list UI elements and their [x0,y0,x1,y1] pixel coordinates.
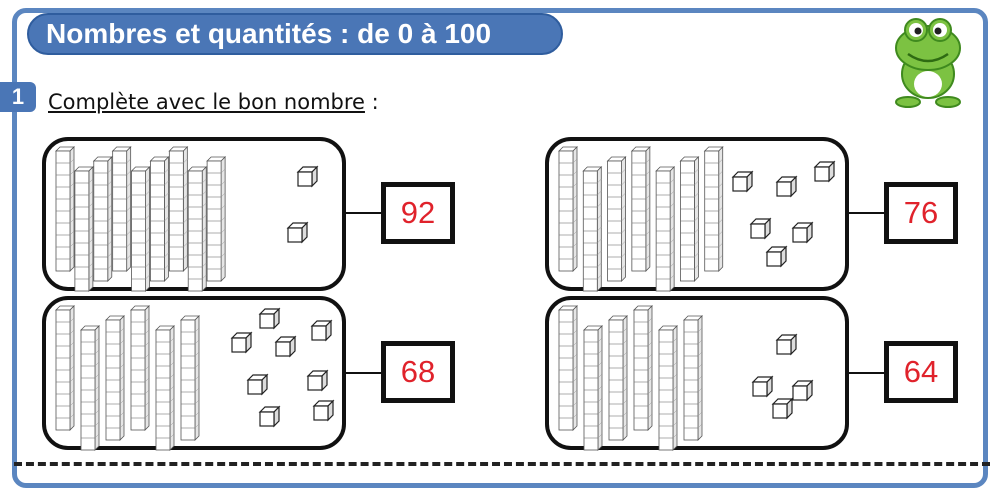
unit-cube [230,331,253,354]
answer-box[interactable]: 92 [381,182,455,244]
ten-rod [130,305,150,431]
connector-line [346,212,382,214]
answer-box[interactable]: 68 [381,341,455,403]
unit-cube [306,369,329,392]
ten-rod [180,315,200,441]
unit-cube [274,335,297,358]
answer-box[interactable]: 76 [884,182,958,244]
connector-line [849,212,885,214]
exercise-instruction: Complète avec le bon nombre : [48,90,379,114]
ten-rod [206,156,227,282]
unit-cube [731,170,754,193]
unit-cube [312,399,335,422]
unit-cube [765,245,788,268]
instruction-colon: : [364,90,379,114]
unit-cube [791,221,814,244]
ten-rod [558,305,578,431]
instruction-text: Complète avec le bon nombre [48,90,365,114]
ten-rod [608,315,628,441]
unit-cube [791,379,814,402]
unit-cube [775,175,798,198]
unit-cube [296,165,319,188]
ten-rod [582,166,603,292]
ten-rod [55,305,75,431]
dashed-cut-line [14,462,990,466]
ten-rod [55,146,75,272]
unit-cube [775,333,798,356]
ten-rod [187,166,208,292]
base-ten-blocks [55,146,319,292]
unit-cube [286,221,309,244]
connector-line [849,372,885,374]
ten-rod [111,146,132,272]
ten-rod [633,305,653,431]
exercise-number-badge: 1 [0,82,36,112]
ten-rod [703,146,724,272]
answer-box[interactable]: 64 [884,341,958,403]
base-ten-blocks [558,146,836,292]
ten-rod [168,146,189,272]
base-ten-blocks [558,305,814,451]
unit-cube [751,375,774,398]
ten-rod [655,166,676,292]
ten-rod [80,325,100,451]
ten-rod [658,325,678,451]
ten-rod [683,315,703,441]
ten-rod [630,146,651,272]
ten-rod [130,166,151,292]
unit-cube [246,373,269,396]
ten-rod [92,156,113,282]
base-ten-blocks [55,305,335,451]
unit-cube [771,397,794,420]
unit-cube [749,217,772,240]
title-banner [27,13,563,55]
ten-rod [155,325,175,451]
ten-rod [558,146,578,272]
ten-rod [679,156,700,282]
ten-rod [105,315,125,441]
unit-cube [813,160,836,183]
connector-line [346,372,382,374]
frog-mascot-icon [895,18,961,108]
ten-rod [606,156,627,282]
page-title: Nombres et quantités : de 0 à 100 [46,18,492,49]
ten-rod [73,166,94,292]
ten-rod [149,156,170,282]
ten-rod [583,325,603,451]
unit-cube [258,307,281,330]
unit-cube [258,405,281,428]
unit-cube [310,319,333,342]
